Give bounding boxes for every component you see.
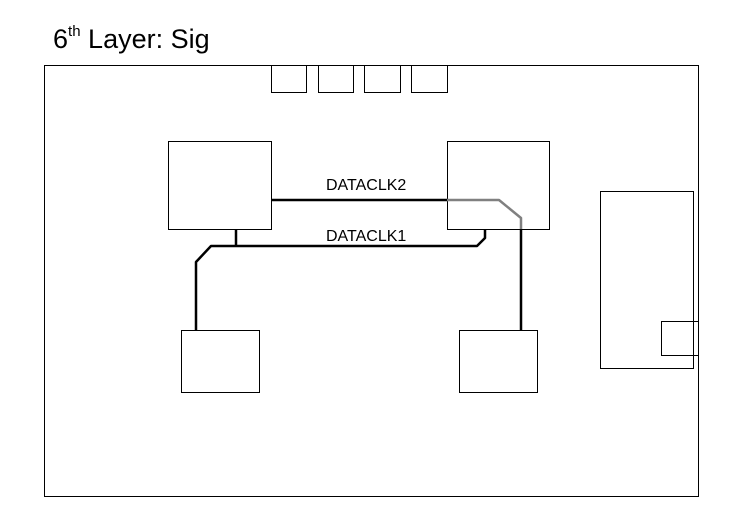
connector-pad-3 (364, 65, 401, 93)
net-label-dataclk2: DATACLK2 (326, 177, 406, 194)
net-label-dataclk1: DATACLK1 (326, 228, 406, 245)
ordinal-suffix: th (68, 23, 81, 40)
connector-pad-1 (271, 65, 307, 93)
connector-pad-4 (411, 65, 448, 93)
component-bottom-right (459, 330, 538, 393)
component-bottom-left (181, 330, 260, 393)
side-module (600, 191, 694, 369)
layer-name: Layer: Sig (80, 24, 210, 54)
component-top-right (447, 141, 550, 230)
page-title: 6th Layer: Sig (53, 24, 210, 55)
side-module-pad (661, 321, 699, 356)
component-top-left (168, 141, 272, 230)
connector-pad-2 (318, 65, 354, 93)
trace-dataclk2-gray (447, 198, 523, 229)
layer-number: 6 (53, 24, 69, 54)
trace-dataclk1-main (194, 230, 487, 330)
